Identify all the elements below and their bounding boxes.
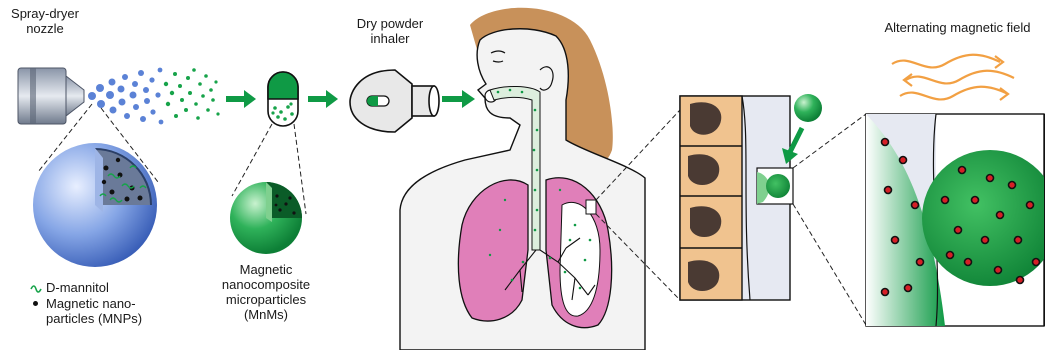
mannitol-icon bbox=[30, 283, 42, 293]
spray-particles bbox=[88, 68, 220, 125]
capsule bbox=[268, 72, 298, 126]
mnp-dot-icon bbox=[33, 301, 38, 306]
inhaler-label: Dry powder inhaler bbox=[340, 16, 440, 46]
particle-dissolution-panel bbox=[866, 114, 1045, 326]
mnm-particle bbox=[230, 182, 302, 254]
alveolar-tissue-panel bbox=[680, 96, 793, 300]
legend-mnps-label: Magnetic nano- particles (MNPs) bbox=[46, 296, 196, 326]
mnms-label: Magnetic nanocomposite microparticles (M… bbox=[214, 262, 318, 322]
legend: D-mannitol Magnetic nano- particles (MNP… bbox=[30, 280, 200, 328]
spray-dryer-nozzle bbox=[18, 68, 84, 124]
field-label: Alternating magnetic field bbox=[870, 20, 1045, 35]
magnetic-field-waves-icon bbox=[892, 55, 1014, 100]
composite-particle-cutaway bbox=[33, 143, 157, 267]
arrow-2 bbox=[308, 90, 338, 108]
dry-powder-inhaler bbox=[350, 70, 439, 132]
arrow-1 bbox=[226, 90, 256, 108]
legend-mnps: Magnetic nano- particles (MNPs) bbox=[30, 296, 200, 328]
legend-mannitol-label: D-mannitol bbox=[46, 280, 186, 295]
legend-mannitol: D-mannitol bbox=[30, 280, 200, 296]
nozzle-label: Spray-dryer nozzle bbox=[0, 6, 90, 36]
human-figure bbox=[400, 8, 645, 350]
arrow-3 bbox=[442, 90, 475, 108]
